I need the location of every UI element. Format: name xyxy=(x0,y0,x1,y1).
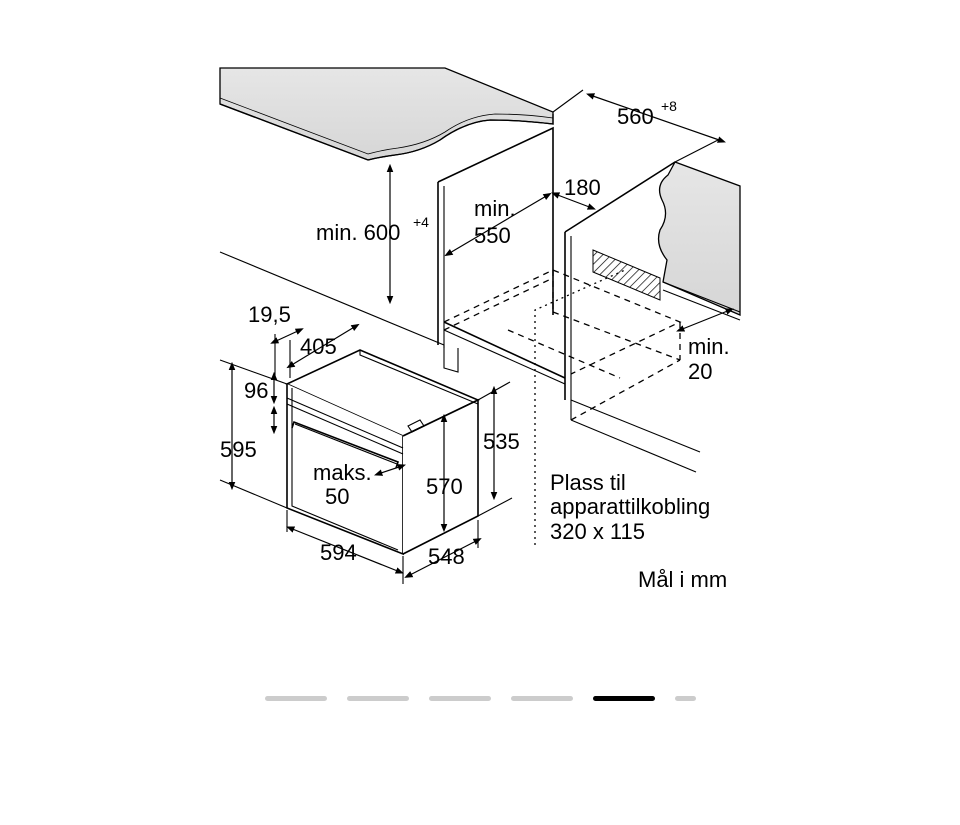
label-180: 180 xyxy=(564,175,601,200)
slide-indicator-4[interactable] xyxy=(511,696,573,701)
worktop xyxy=(219,67,554,161)
label-594: 594 xyxy=(320,540,357,565)
label-plass-1: Plass til xyxy=(550,470,626,495)
dimensions xyxy=(219,89,734,584)
label-548: 548 xyxy=(428,544,465,569)
label-min20-1: min. xyxy=(688,334,730,359)
label-min20-2: 20 xyxy=(688,359,712,384)
label-plass-3: 320 x 115 xyxy=(550,519,645,544)
label-535: 535 xyxy=(483,429,520,454)
slide-pagination xyxy=(0,692,960,706)
oven-installation-diagram: 560 +8 180 min. 550 min. 600 +4 19,5 405… xyxy=(219,67,741,592)
label-units: Mål i mm xyxy=(638,567,727,592)
cabinet xyxy=(219,126,701,545)
slide-indicator-2[interactable] xyxy=(347,696,409,701)
label-96: 96 xyxy=(244,378,268,403)
label-plass-2: apparattilkobling xyxy=(550,494,710,519)
label-min550-1: min. xyxy=(474,196,516,221)
label-min550-2: 550 xyxy=(474,223,511,248)
label-19-5: 19,5 xyxy=(248,302,291,327)
label-560-sup: +8 xyxy=(661,98,677,114)
worktop-right xyxy=(657,161,741,321)
slide-indicator-5[interactable] xyxy=(593,696,655,701)
label-560: 560 xyxy=(617,104,654,129)
slide-indicator-6[interactable] xyxy=(675,696,696,701)
dimension-labels: 560 +8 180 min. 550 min. 600 +4 19,5 405… xyxy=(220,98,730,592)
label-405: 405 xyxy=(300,334,337,359)
label-maks-1: maks. xyxy=(313,460,372,485)
label-595: 595 xyxy=(220,437,257,462)
label-min600-sup: +4 xyxy=(413,214,429,230)
oven xyxy=(285,349,480,556)
label-maks-2: 50 xyxy=(325,484,349,509)
slide-indicator-1[interactable] xyxy=(265,696,327,701)
slide-indicator-3[interactable] xyxy=(429,696,491,701)
label-570: 570 xyxy=(426,474,463,499)
label-min600: min. 600 xyxy=(316,220,400,245)
